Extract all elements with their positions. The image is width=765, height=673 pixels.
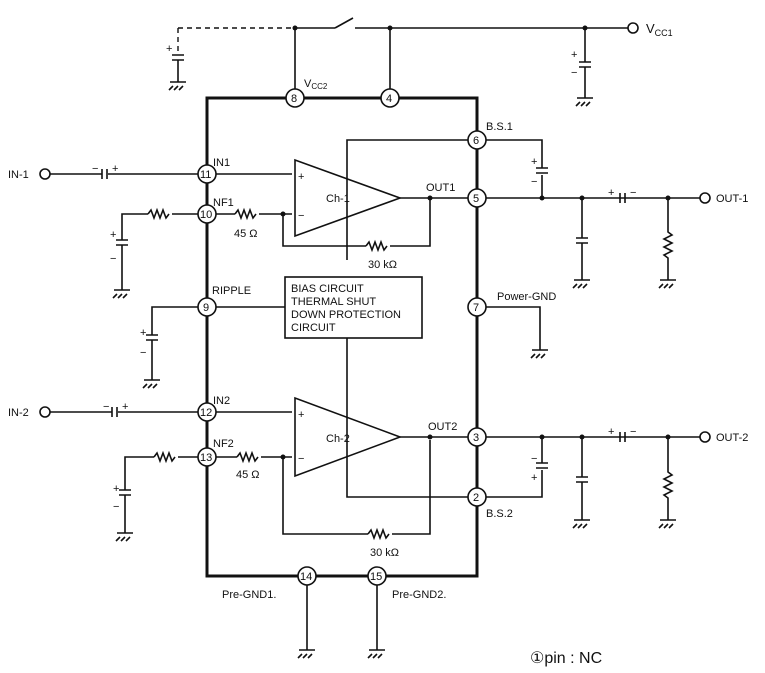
ch2-bs-cap-plus: +: [531, 472, 537, 484]
opamp2-minus: −: [298, 453, 304, 465]
ch2-bs-cap-minus: −: [531, 453, 537, 465]
pin-1-nc-note: ①pin : NC: [530, 650, 603, 667]
channel-2-wiring: [39, 396, 711, 542]
ch2-label: Ch-2: [326, 433, 350, 445]
out1-pin-label: OUT1: [426, 182, 455, 194]
pin-4: 4: [386, 93, 392, 105]
pre-gnd2-label: Pre-GND2.: [392, 589, 446, 601]
vcc2-label: VCC2: [304, 78, 328, 91]
ch2-input-plus: +: [122, 401, 128, 413]
opamp1-minus: −: [298, 210, 304, 222]
bias-line-2: THERMAL SHUT: [291, 296, 376, 308]
in1-pin-label: IN1: [213, 157, 230, 169]
ripple-cap-minus: −: [140, 347, 146, 359]
in1-terminal-label: IN-1: [8, 169, 29, 181]
out1-terminal-label: OUT-1: [716, 193, 748, 205]
nf1-pin-label: NF1: [213, 197, 234, 209]
channel-1-wiring: [39, 139, 711, 299]
ch1-input-minus: −: [92, 163, 98, 175]
opamp2-plus: +: [298, 409, 304, 421]
pin-3: 3: [473, 432, 479, 444]
r30-top-label: 30 kΩ: [368, 259, 397, 271]
vcc1-subscript: CC1: [655, 28, 673, 38]
pin-13: 13: [200, 452, 212, 464]
r45-top-label: 45 Ω: [234, 228, 258, 240]
out2-terminal-label: OUT-2: [716, 432, 748, 444]
ch1-input-plus: +: [112, 163, 118, 175]
pin-12: 12: [200, 407, 212, 419]
pin-8: 8: [291, 93, 297, 105]
bias-block-wiring: [142, 276, 548, 420]
pin-9: 9: [203, 302, 209, 314]
r30-bottom-label: 30 kΩ: [370, 547, 399, 559]
opamp1-plus: +: [298, 171, 304, 183]
pin-6: 6: [473, 135, 479, 147]
ch1-nf-cap-minus: −: [110, 253, 116, 265]
vcc1-label: VCC1: [646, 21, 673, 38]
in2-terminal-label: IN-2: [8, 407, 29, 419]
ch1-bs-cap-plus: +: [531, 156, 537, 168]
ch1-bs-cap-minus: −: [531, 176, 537, 188]
power-gnd-label: Power-GND: [497, 291, 556, 303]
in2-pin-label: IN2: [213, 395, 230, 407]
ch2-out-cap-minus: −: [630, 426, 636, 438]
pin-15: 15: [370, 571, 382, 583]
bias-line-1: BIAS CIRCUIT: [291, 283, 364, 295]
pin-11: 11: [200, 169, 211, 181]
nf2-pin-label: NF2: [213, 438, 234, 450]
out2-pin-label: OUT2: [428, 421, 457, 433]
ch1-out-cap-plus: +: [608, 187, 614, 199]
pin-14: 14: [300, 571, 312, 583]
ripple-cap-plus: +: [140, 327, 146, 339]
ripple-pin-label: RIPPLE: [212, 285, 251, 297]
pin-7: 7: [473, 302, 479, 314]
bias-line-4: CIRCUIT: [291, 322, 336, 334]
ch2-nf-cap-minus: −: [113, 501, 119, 513]
ch1-out-cap-minus: −: [630, 187, 636, 199]
plus-mark-left-cap: +: [166, 43, 172, 55]
r45-bottom-label: 45 Ω: [236, 469, 260, 481]
bs2-pin-label: B.S.2: [486, 508, 513, 520]
pin-2: 2: [473, 492, 479, 504]
bs1-pin-label: B.S.1: [486, 121, 513, 133]
ic-package-outline: [205, 96, 479, 578]
ch1-nf-cap-plus: +: [110, 229, 116, 241]
ch1-label: Ch-1: [326, 193, 350, 205]
vcc2-subscript: CC2: [311, 82, 328, 91]
ch2-out-cap-plus: +: [608, 426, 614, 438]
pin-5: 5: [473, 193, 479, 205]
ch2-nf-cap-plus: +: [113, 483, 119, 495]
pre-gnd1-label: Pre-GND1.: [222, 589, 276, 601]
bias-line-3: DOWN PROTECTION: [291, 309, 401, 321]
plus-mark-right-cap: +: [571, 49, 577, 61]
supply-network: [168, 17, 639, 107]
ch2-input-minus: −: [103, 401, 109, 413]
minus-mark-right-cap: −: [571, 67, 577, 79]
pre-ground-wiring: [297, 585, 385, 659]
pin-10: 10: [200, 209, 212, 221]
